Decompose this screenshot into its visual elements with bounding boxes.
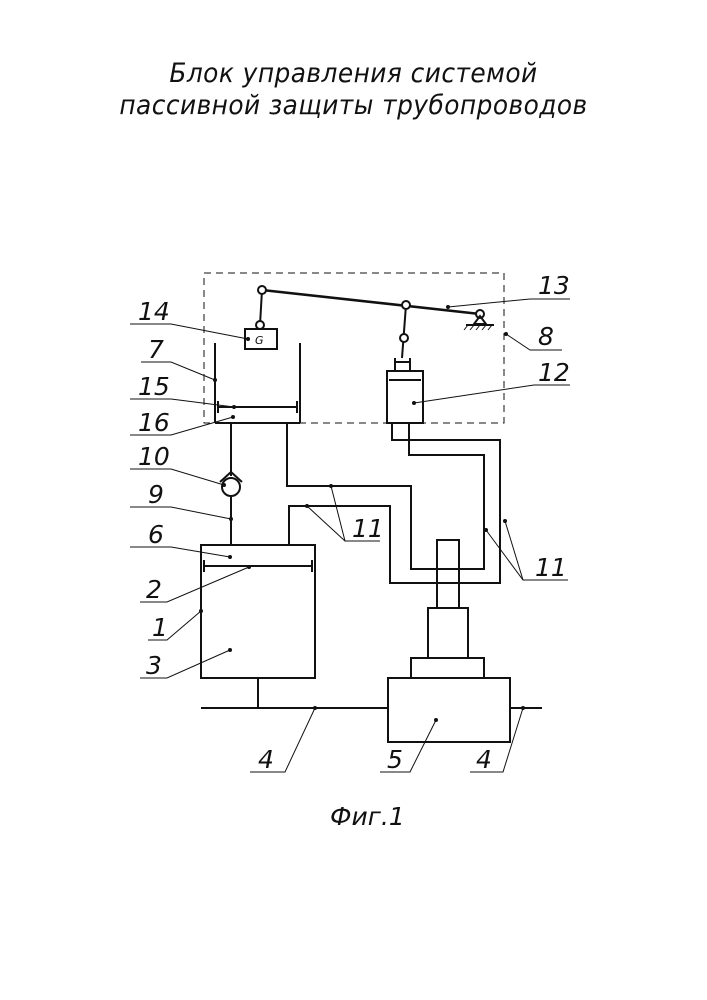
valve-stem-lower — [428, 608, 468, 658]
figure-caption: Фиг.1 — [330, 802, 405, 831]
lever-joint-middle — [402, 301, 410, 309]
lever — [262, 290, 480, 314]
weight-rod — [260, 290, 262, 325]
label-3: 3 — [146, 651, 162, 680]
actuator-cylinder — [387, 371, 423, 423]
pivot-support — [474, 316, 486, 324]
label-11-right: 11 — [535, 553, 567, 582]
label-6: 6 — [148, 520, 164, 549]
label-14: 14 — [138, 297, 170, 326]
label-16: 16 — [138, 408, 170, 437]
lever-joint-left — [258, 286, 266, 294]
label-8: 8 — [538, 322, 554, 351]
check-valve — [222, 478, 240, 496]
valve-stem-upper — [437, 540, 459, 608]
hydraulic-line-b — [289, 423, 500, 583]
label-10: 10 — [138, 442, 170, 471]
hydraulic-line-a — [287, 423, 484, 569]
weight-joint — [256, 321, 264, 329]
weight-symbol: G — [255, 334, 264, 347]
piston-rod — [402, 305, 406, 358]
rod-joint — [400, 334, 408, 342]
main-vessel — [201, 545, 315, 678]
valve-bonnet — [411, 658, 484, 678]
label-5: 5 — [387, 745, 403, 774]
label-2: 2 — [146, 575, 162, 604]
label-9: 9 — [148, 480, 164, 509]
valve-body — [388, 678, 510, 742]
label-11-middle: 11 — [352, 514, 384, 543]
label-4-left: 4 — [258, 745, 274, 774]
label-4-right: 4 — [476, 745, 492, 774]
label-13: 13 — [538, 271, 570, 300]
label-12: 12 — [538, 358, 570, 387]
label-7: 7 — [148, 335, 164, 364]
label-15: 15 — [138, 372, 170, 401]
label-1: 1 — [152, 613, 168, 642]
